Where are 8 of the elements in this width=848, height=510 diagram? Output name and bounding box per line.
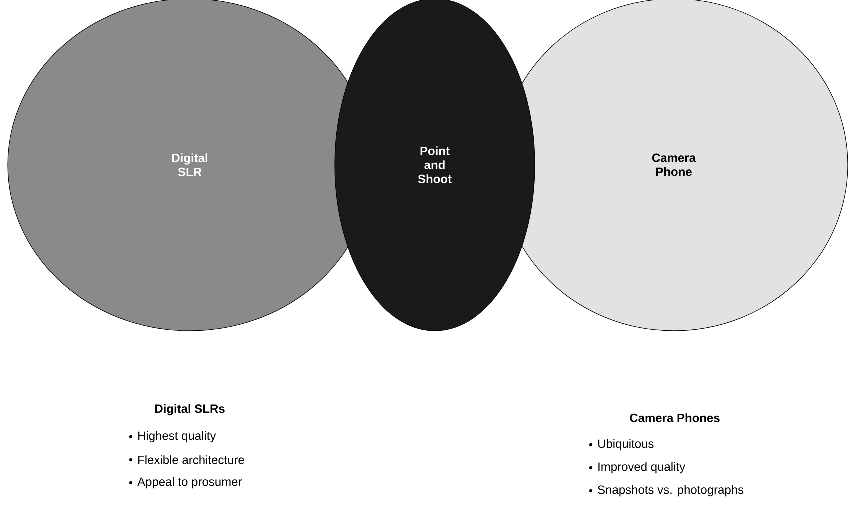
bullet-item: Flexible architecture xyxy=(138,456,244,464)
bullet-item: Appeal to prosumer xyxy=(138,477,242,489)
list-heading: Camera Phones xyxy=(630,414,720,422)
bullet-item: Snapshots vs. photographs xyxy=(598,485,744,497)
bullet-item: Ubiquitous xyxy=(598,439,654,451)
list-heading: Digital SLRs xyxy=(155,404,225,416)
bullet-item: Improved quality xyxy=(598,462,686,474)
bullet-item: Highest quality xyxy=(138,431,216,443)
